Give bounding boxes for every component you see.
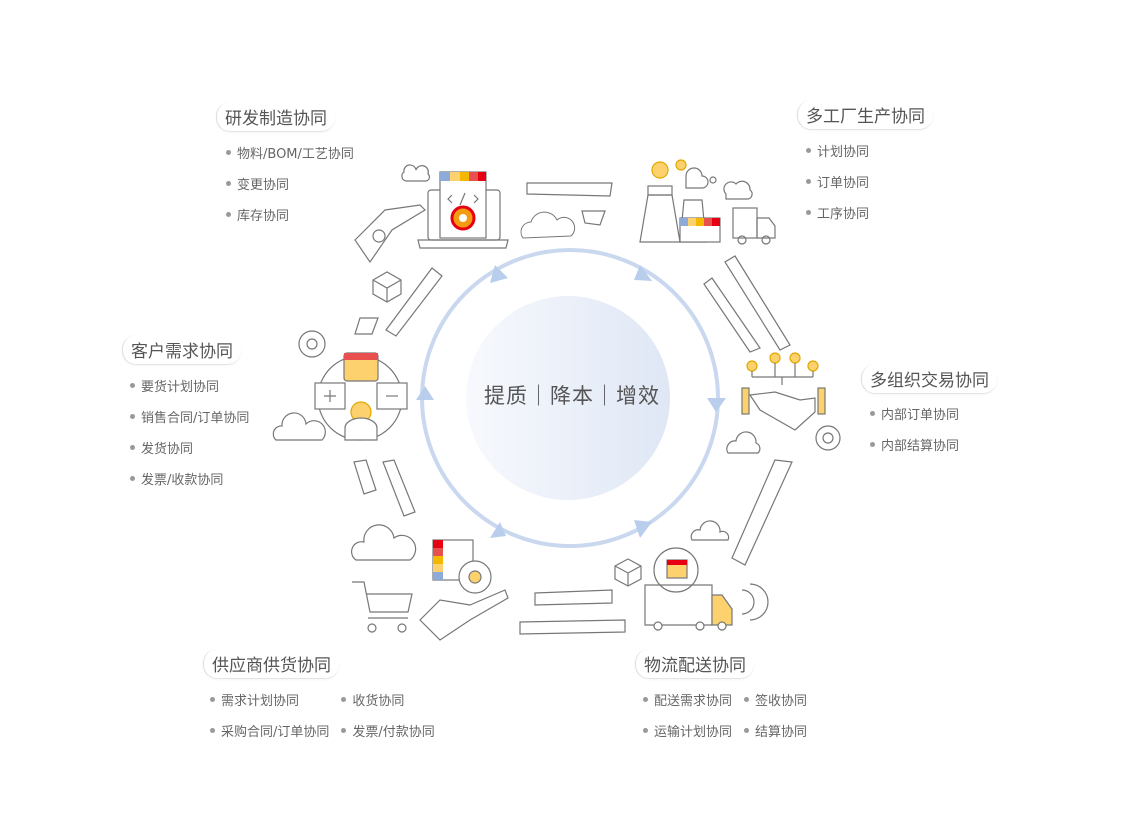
module-title: 多组织交易协同 (861, 364, 997, 394)
list-item: 变更协同 (226, 174, 354, 205)
list-item: 工序协同 (806, 203, 869, 234)
list-item: 结算协同 (744, 721, 807, 752)
list-item: 发货协同 (130, 438, 249, 469)
list-item: 需求计划协同 (210, 690, 329, 721)
list-item: 运输计划协同 (643, 721, 732, 752)
cloud-icon (520, 211, 576, 239)
list-item: 计划协同 (806, 141, 869, 172)
list-item: 销售合同/订单协同 (130, 407, 249, 438)
rnd-laptop-icon (354, 164, 509, 303)
supplier-cart-icon (350, 524, 509, 641)
list-item: 发票/付款协同 (341, 721, 434, 752)
list-item: 内部订单协同 (870, 404, 959, 435)
list-item: 物料/BOM/工艺协同 (226, 143, 354, 174)
customer-icon (272, 330, 408, 441)
module-title: 客户需求协同 (122, 335, 241, 365)
handshake-icon (726, 352, 841, 454)
list-item: 内部结算协同 (870, 435, 959, 466)
delivery-truck-icon (614, 520, 769, 631)
center-circle (466, 296, 670, 500)
list-item: 发票/收款协同 (130, 469, 249, 500)
list-item: 订单协同 (806, 172, 869, 203)
center-slogan: 提质｜降本｜增效 (484, 384, 660, 408)
list-item: 配送需求协同 (643, 690, 732, 721)
list-item: 收货协同 (341, 690, 434, 721)
module-title: 研发制造协同 (216, 102, 335, 132)
list-item: 要货计划协同 (130, 376, 249, 407)
list-item: 库存协同 (226, 205, 354, 236)
factory-icon (639, 159, 776, 245)
list-item: 签收协同 (744, 690, 807, 721)
ring-arrows (416, 265, 726, 538)
module-title: 供应商供货协同 (203, 649, 339, 679)
module-title: 物流配送协同 (635, 649, 754, 679)
outer-arc-segments (353, 182, 793, 635)
module-title: 多工厂生产协同 (797, 100, 933, 130)
list-item: 采购合同/订单协同 (210, 721, 329, 752)
